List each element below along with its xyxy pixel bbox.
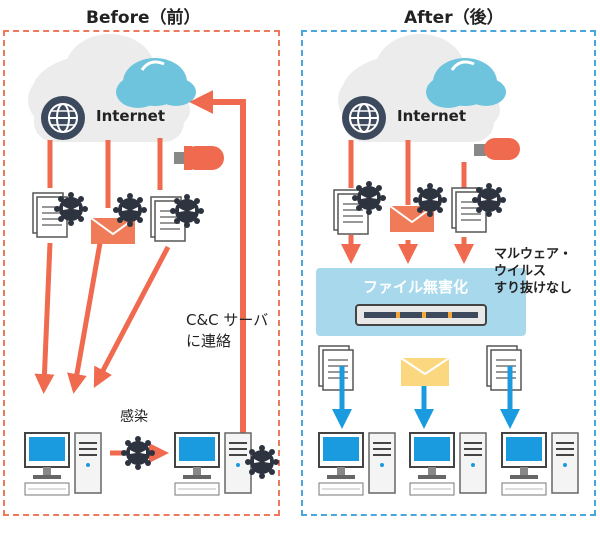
usb-drive-icon	[174, 146, 224, 170]
desktop-pc-icon	[501, 432, 579, 496]
note-line-2: ウイルス	[494, 264, 547, 279]
document-icon	[486, 345, 522, 391]
document-icon	[318, 345, 354, 391]
desktop-pc-icon	[318, 432, 396, 496]
no-malware-note: マルウェア・ ウイルス すり抜けなし	[494, 246, 572, 297]
note-line-1: マルウェア・	[494, 247, 573, 262]
desktop-pc-icon	[409, 432, 487, 496]
after-heading: After（後）	[404, 8, 504, 28]
virus-icon	[413, 183, 447, 217]
before-heading: Before（前）	[86, 8, 201, 28]
server-appliance-icon	[355, 304, 487, 326]
file-sanitization-label: ファイル無害化	[363, 278, 469, 296]
cnc-arrow	[189, 90, 246, 438]
cnc-label-line2: に連絡	[186, 332, 232, 350]
virus-icon	[352, 181, 386, 215]
before-internet-label: Internet	[96, 107, 166, 125]
before-panel	[3, 30, 280, 516]
note-line-3: すり抜けなし	[494, 281, 573, 296]
after-panel	[301, 30, 596, 516]
email-icon	[400, 357, 450, 386]
virus-icon	[472, 183, 506, 217]
infection-label: 感染	[120, 409, 148, 425]
globe-icon	[41, 96, 85, 140]
usb-drive-icon	[474, 138, 520, 160]
globe-icon	[342, 96, 386, 140]
cloud-icon	[338, 34, 506, 142]
after-internet-label: Internet	[397, 107, 467, 125]
cnc-label-line1: C&C サーバ	[186, 311, 269, 329]
